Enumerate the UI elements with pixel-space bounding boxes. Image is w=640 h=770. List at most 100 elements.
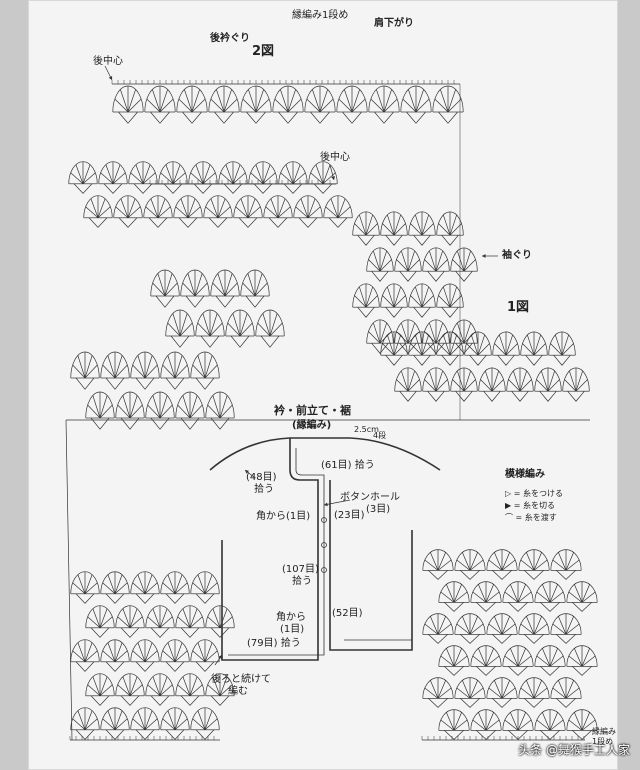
second-fan-block-fan — [188, 161, 218, 185]
back-center-label: 後中心 — [93, 56, 123, 67]
corner-2-label: 角から — [276, 612, 306, 623]
armhole-lower-fan — [520, 331, 548, 356]
armhole-lower-fan — [436, 331, 464, 356]
bottom-right-block-v — [572, 602, 592, 612]
second-fan-block-fan — [68, 161, 98, 185]
bottom-right-block-v — [428, 698, 448, 708]
bottom-left-block-fan — [100, 707, 130, 731]
bottom-right-block-fan — [454, 613, 486, 635]
armhole-block-v — [357, 234, 375, 246]
collar-outline — [209, 437, 441, 471]
bottom-right-block-v — [460, 634, 480, 644]
left-mid-block-fan — [160, 351, 190, 379]
bottom-left-block-v — [165, 593, 185, 604]
buttonhole-arrow — [323, 499, 351, 506]
left-upper-block-v — [185, 295, 205, 308]
buttonhole-arrow-head — [324, 502, 328, 507]
pick48-arrow-head — [245, 470, 249, 474]
armhole-block-v — [371, 270, 389, 282]
bottom-right-block-v — [508, 666, 528, 676]
left-mid-block-fan — [190, 351, 220, 379]
bottom-right-block-fan — [454, 549, 486, 571]
pick-61-label: (61目) 拾う — [321, 460, 375, 471]
bottom-left-block-fan — [130, 707, 160, 731]
bottom-right-block-v — [540, 666, 560, 676]
armhole-block-v — [413, 234, 431, 246]
bottom-right-block-v — [460, 570, 480, 580]
armhole-lower-v — [469, 354, 487, 366]
bottom-right-block-fan — [486, 677, 518, 699]
left-mid-block-v — [105, 377, 125, 390]
left-mid-block-fan — [100, 351, 130, 379]
second-fan-block-fan — [278, 161, 308, 185]
watermark: 头条 @舞猴手工人家 — [518, 743, 630, 757]
left-mid-block-fan — [145, 391, 175, 419]
armhole-block-v — [427, 342, 445, 354]
left-upper-block-fan — [210, 269, 240, 297]
second-fan-block-fan — [158, 161, 188, 185]
bottom-left-block-v — [165, 661, 185, 672]
left-mid-block-fan — [175, 391, 205, 419]
bottom-left-block-v — [135, 661, 155, 672]
pick-107-label: (107目) — [282, 564, 319, 575]
top-fan-row-v — [118, 111, 138, 124]
armhole-block-fan — [394, 319, 422, 344]
armhole-lower-v — [427, 390, 445, 402]
second-fan-block-fan — [233, 195, 263, 219]
left-upper-block-fan — [150, 269, 180, 297]
armhole-block-fan — [422, 247, 450, 272]
st-23-label: (23目) — [334, 510, 365, 521]
bottom-right-block-fan — [518, 677, 550, 699]
top-fan-row-fan — [240, 85, 272, 113]
bottom-right-block-v — [476, 602, 496, 612]
bottom-right-block-fan — [422, 549, 454, 571]
armhole-lower-fan — [506, 367, 534, 392]
second-fan-block-fan — [113, 195, 143, 219]
top-fan-row-fan — [272, 85, 304, 113]
armhole-lower-fan — [380, 331, 408, 356]
armhole-block-v — [441, 306, 459, 318]
left-mid-block-v — [210, 417, 230, 430]
bottom-left-block-v — [90, 627, 110, 638]
second-fan-block-v — [253, 183, 273, 194]
back-center-arrow-2-head — [331, 176, 335, 180]
left-upper-block-fan — [255, 309, 285, 337]
second-fan-block-fan — [263, 195, 293, 219]
second-fan-block-fan — [98, 161, 128, 185]
armhole-lower-fan — [492, 331, 520, 356]
left-mid-block-v — [165, 377, 185, 390]
left-mid-block-v — [195, 377, 215, 390]
bottom-left-block-v — [180, 695, 200, 706]
pick-107-label-b: 拾う — [292, 576, 312, 587]
second-fan-block-v — [73, 183, 93, 194]
armhole-lower-v — [385, 354, 403, 366]
top-fan-row-v — [246, 111, 266, 124]
bottom-left-block-v — [195, 729, 215, 740]
bottom-left-block-v — [150, 627, 170, 638]
left-mid-block-v — [120, 417, 140, 430]
armhole-block-v — [441, 234, 459, 246]
bottom-right-block-v — [476, 666, 496, 676]
second-fan-block-v — [208, 217, 228, 228]
armhole-lower-fan — [450, 367, 478, 392]
second-fan-block-v — [313, 183, 333, 194]
bottom-left-block-v — [105, 661, 125, 672]
second-fan-block-fan — [128, 161, 158, 185]
legend-carry: ⌒ = 糸を渡す — [505, 513, 557, 522]
bottom-left-block-fan — [205, 605, 235, 629]
bottom-left-block-fan — [130, 639, 160, 663]
armhole-lower-fan — [548, 331, 576, 356]
left-upper-block-fan — [240, 269, 270, 297]
left-mid-block-fan — [130, 351, 160, 379]
bottom-left-block-fan — [70, 707, 100, 731]
top-fan-row-fan — [336, 85, 368, 113]
second-fan-block-v — [268, 217, 288, 228]
armhole-lower-fan — [422, 367, 450, 392]
bottom-right-block-v — [572, 666, 592, 676]
armhole-block-fan — [408, 283, 436, 308]
join-arrow-head — [218, 655, 222, 659]
bottom-right-block-fan — [566, 709, 598, 731]
top-fan-row-v — [214, 111, 234, 124]
bottom-right-block-v — [524, 698, 544, 708]
